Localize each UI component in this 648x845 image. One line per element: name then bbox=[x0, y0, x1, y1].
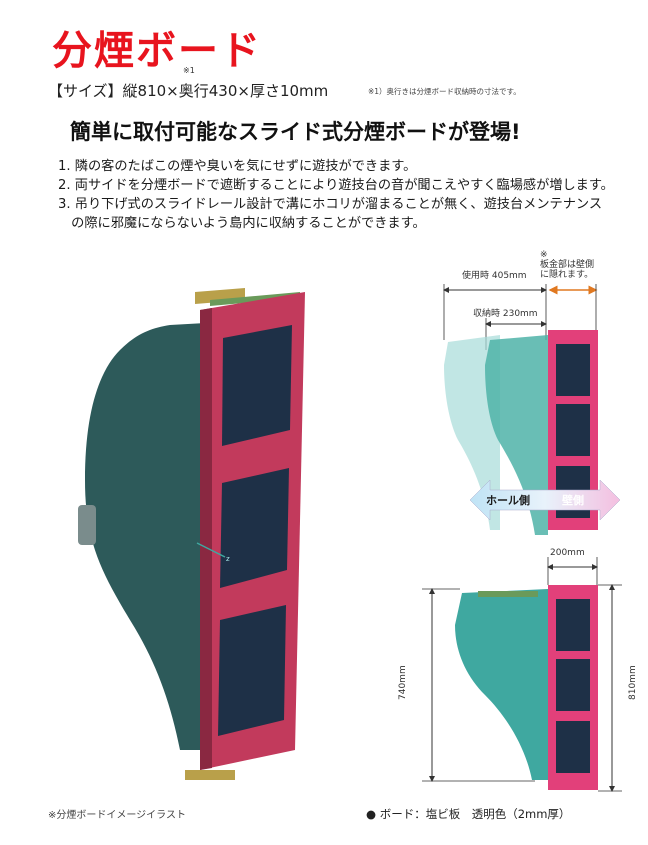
page-title: 分煙ボード bbox=[52, 28, 262, 74]
feature-item-3-cont: の際に邪魔にならないよう島内に収納することができます。 bbox=[58, 216, 426, 231]
dimension-diagram bbox=[422, 557, 622, 792]
axis-label-glyph: z bbox=[226, 555, 230, 563]
board-illustration: z bbox=[78, 288, 305, 780]
top-rail-track bbox=[210, 292, 300, 306]
material-caption: ● ボード：塩ビ板 透明色（2mm厚） bbox=[366, 807, 571, 821]
board-stored bbox=[485, 335, 548, 535]
feature-list: 1. 隣の客のたばこの煙や臭いを気にせずに遊技ができます。 2. 両サイドを分煙… bbox=[58, 157, 614, 233]
in-use-dimension: 使用時 405mm bbox=[462, 271, 527, 281]
feature-item-1: 1. 隣の客のたばこの煙や臭いを気にせずに遊技ができます。 bbox=[58, 159, 417, 174]
stored-dimension: 収納時 230mm bbox=[473, 309, 538, 319]
diagram-note: ※ 板金部は壁側 に隠れます。 bbox=[540, 250, 595, 280]
side-window-top bbox=[556, 344, 590, 396]
headline: 簡単に取付可能なスライド式分煙ボードが登場! bbox=[70, 120, 521, 144]
hall-side-label: ホール側 bbox=[486, 494, 530, 507]
width-dimension: 200mm bbox=[550, 548, 585, 558]
frame-window-middle bbox=[220, 468, 289, 588]
axis-pointer bbox=[196, 542, 226, 558]
frame-window-bottom bbox=[218, 605, 286, 736]
frame-window-top bbox=[222, 325, 292, 446]
size-footnote: ※1）奥行きは分煙ボード収納時の寸法です。 bbox=[368, 87, 521, 96]
height-left-label: 740mm bbox=[398, 665, 408, 700]
side-window-middle bbox=[556, 404, 590, 456]
illustration-caption: ※分煙ボードイメージイラスト bbox=[48, 810, 186, 821]
board-side-view bbox=[455, 589, 548, 780]
board-frame-edge bbox=[200, 308, 212, 770]
size-note-mark: ※1 bbox=[183, 66, 195, 75]
wall-side-label: 壁側 bbox=[562, 494, 584, 507]
size-line: 【サイズ】縦810×奥行430×厚さ10mm bbox=[48, 82, 329, 100]
feature-item-2: 2. 両サイドを分煙ボードで遮断することにより遊技台の音が聞こえやすく臨場感が増… bbox=[58, 178, 614, 193]
slide-diagram bbox=[443, 284, 621, 535]
board-handle bbox=[78, 505, 96, 545]
feature-item-3: 3. 吊り下げ式のスライドレール設計で溝にホコリが溜まることが無く、遊技台メンテ… bbox=[58, 197, 603, 212]
height-right-label: 810mm bbox=[628, 665, 638, 700]
direction-arrow bbox=[469, 479, 621, 521]
bottom-bracket bbox=[185, 770, 235, 780]
